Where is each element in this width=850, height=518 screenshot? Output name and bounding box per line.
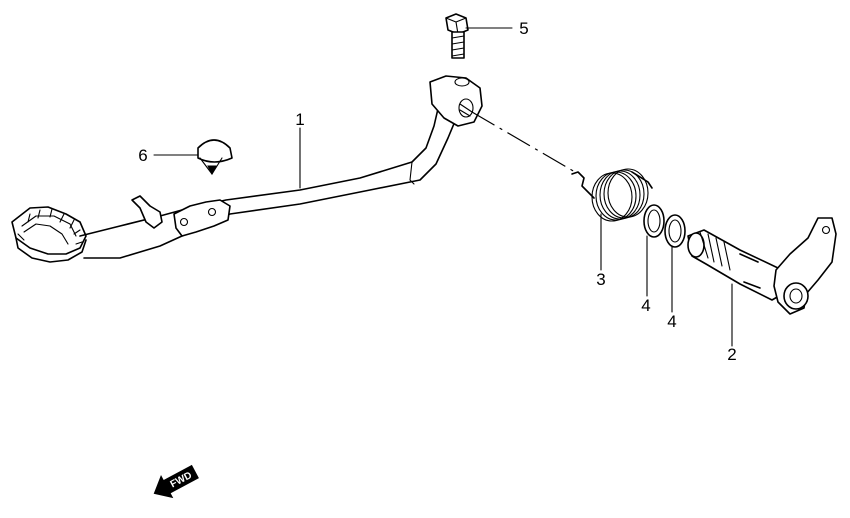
pivot-shaft-part [687,217,837,315]
callout-4a: 4 [641,296,650,315]
alignment-line [471,111,576,173]
callout-1: 1 [295,110,304,129]
callout-leaders [153,27,733,347]
washer-part-b [664,214,686,248]
stopper-part [197,139,233,176]
callout-3: 3 [596,270,605,289]
callout-6: 6 [138,146,147,165]
callout-5: 5 [519,19,528,38]
brake-pedal-arm [11,75,483,263]
callout-2: 2 [727,345,736,364]
bolt-part [445,13,469,59]
washer-part-a [643,204,665,238]
return-spring-part [571,168,653,222]
callout-4b: 4 [667,312,676,331]
fwd-direction-arrow: FWD [153,464,199,499]
